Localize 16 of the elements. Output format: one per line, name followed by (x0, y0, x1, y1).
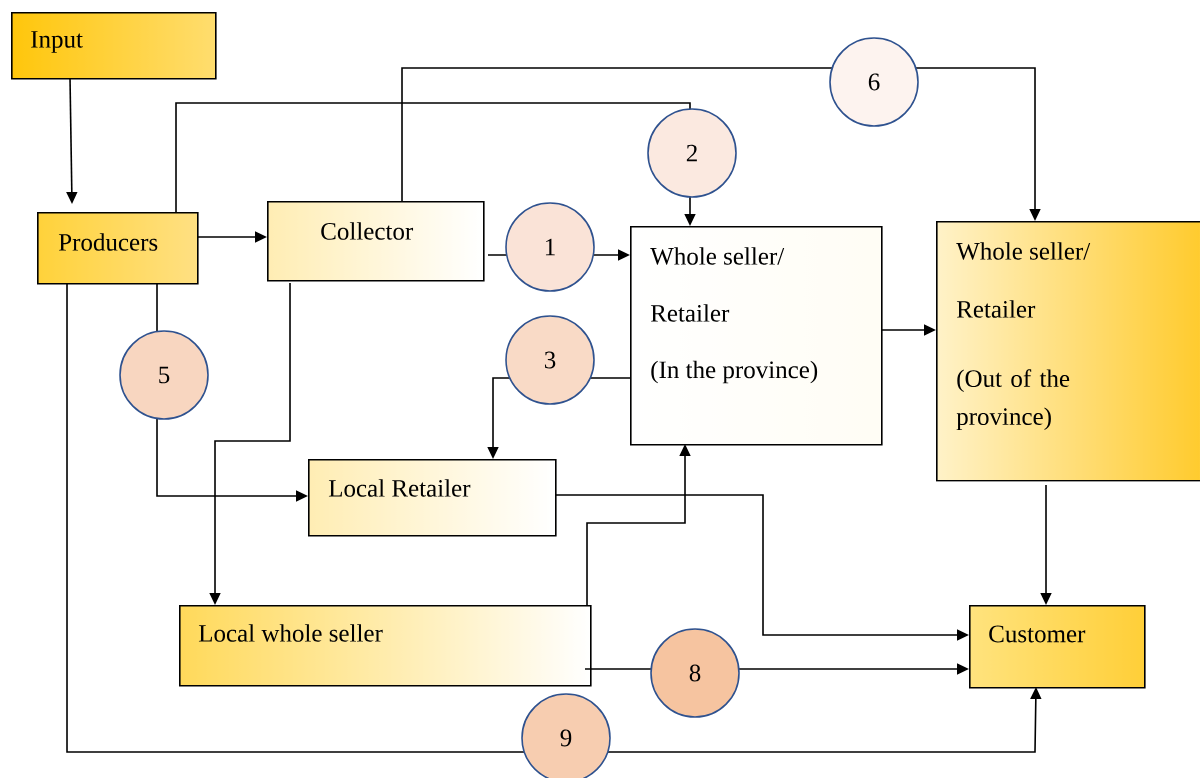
process-box: Whole seller/ Retailer (In the province) (630, 226, 883, 446)
edge-label: 6 (829, 37, 919, 127)
edge-label: 8 (650, 628, 740, 718)
process-box: Customer (969, 605, 1146, 689)
process-box: Input (11, 12, 217, 80)
process-box: Producers (37, 212, 199, 285)
edge-label: 1 (505, 202, 595, 292)
process-box: Local whole seller (179, 605, 592, 687)
process-box: Collector (267, 201, 485, 282)
edge-label: 2 (647, 108, 737, 198)
edge-label: 9 (521, 693, 611, 778)
arrow (66, 282, 1042, 753)
process-box: Local Retailer (308, 459, 557, 537)
edge-label: 3 (505, 315, 595, 405)
process-box: Whole seller/ Retailer (Out of the province) (936, 221, 1200, 482)
edge-label: 5 (119, 330, 209, 420)
